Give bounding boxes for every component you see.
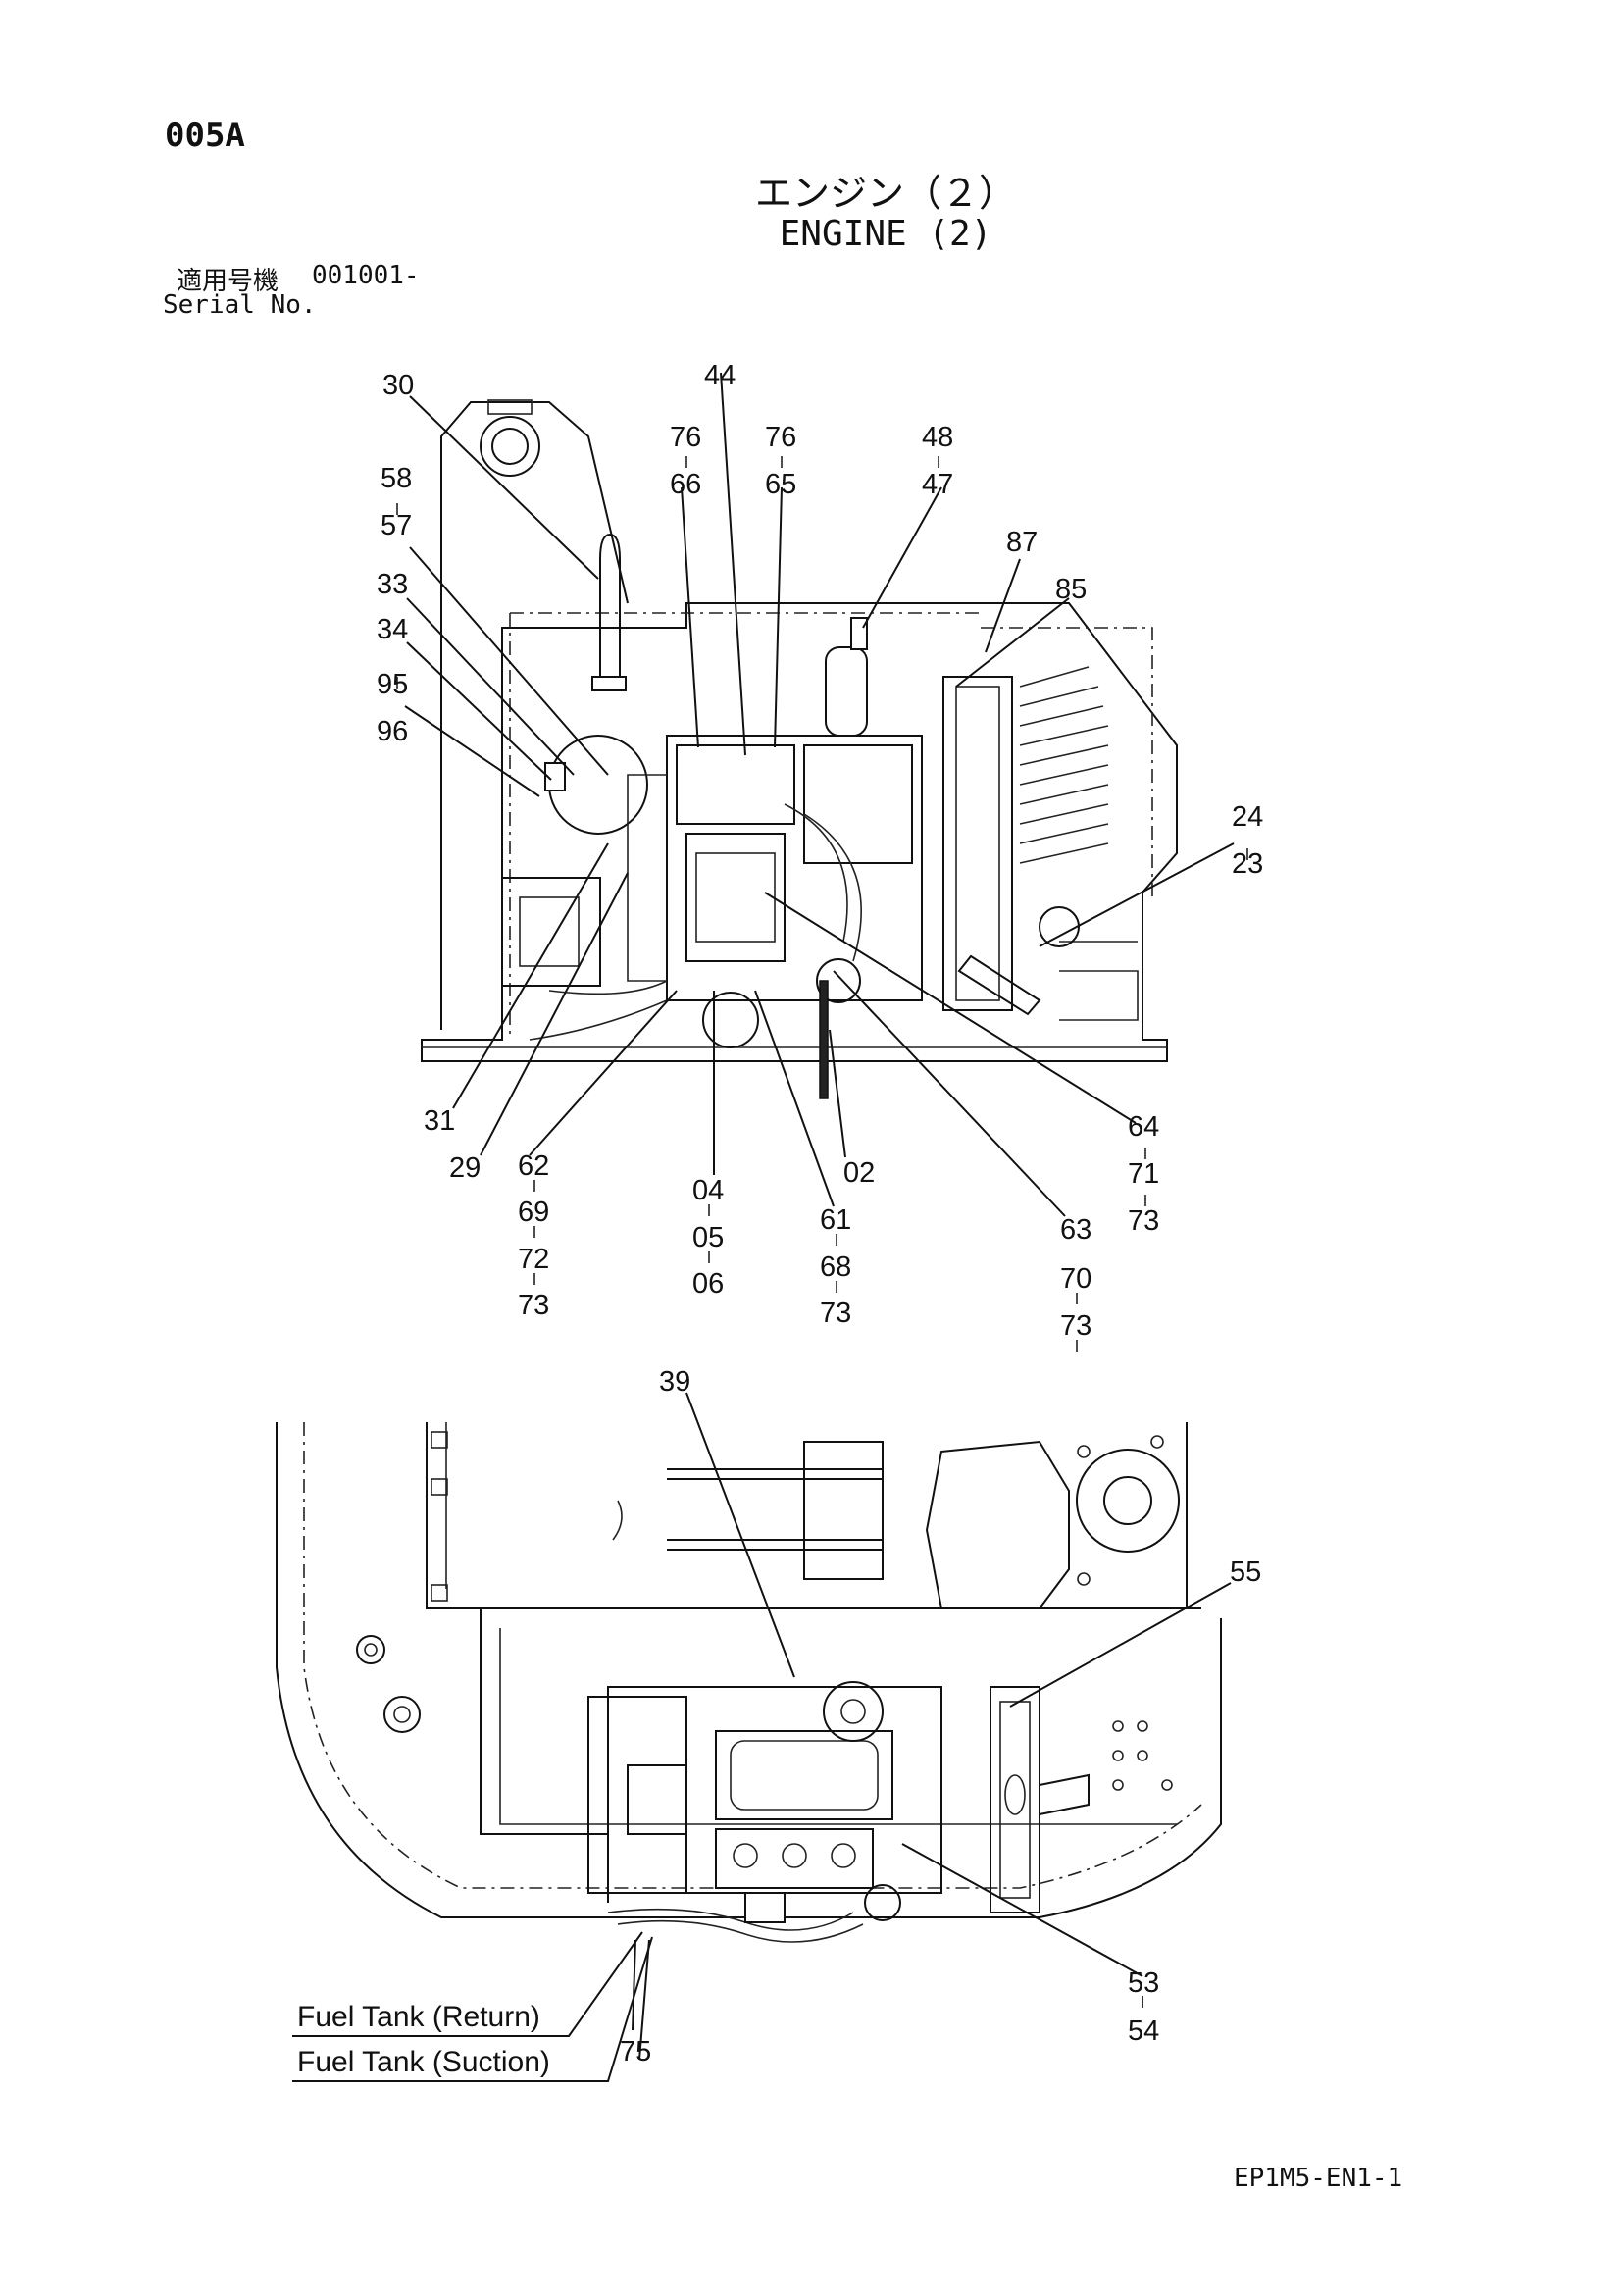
part-label: 39 <box>659 1366 690 1398</box>
part-label: 04 <box>692 1175 724 1206</box>
part-label: 76 <box>670 422 701 453</box>
part-label: 73 <box>1128 1205 1159 1237</box>
top-engine-drawing <box>421 399 1178 1099</box>
part-label: 73 <box>1060 1310 1091 1342</box>
part-label: 95 <box>377 669 408 700</box>
part-label: 44 <box>704 360 736 391</box>
part-label: 73 <box>820 1298 851 1329</box>
part-label: 63 <box>1060 1214 1091 1246</box>
bottom-part-labels: 39 55 53 54 75 Fuel Tank (Return) Fuel T… <box>297 1366 1261 2078</box>
part-label: 96 <box>377 716 408 747</box>
serial-value: 001001- <box>312 261 420 290</box>
part-label: 64 <box>1128 1111 1159 1143</box>
top-leader-lines <box>396 372 1248 1352</box>
part-label: 57 <box>381 510 412 541</box>
serial-label-en: Serial No. <box>163 290 317 320</box>
top-part-labels: 30 44 58 57 76 66 76 65 48 47 87 85 33 3… <box>377 360 1263 1342</box>
fuel-tank-suction-note: Fuel Tank (Suction) <box>297 2046 550 2078</box>
part-label: 55 <box>1230 1556 1261 1588</box>
part-label: 75 <box>620 2036 651 2067</box>
bottom-leader-lines <box>292 1392 1232 2082</box>
part-label: 61 <box>820 1204 851 1236</box>
part-label: 71 <box>1128 1158 1159 1190</box>
part-label: 02 <box>843 1157 875 1189</box>
part-label: 85 <box>1055 574 1087 605</box>
bottom-engine-drawing <box>276 1422 1222 1943</box>
part-label: 33 <box>377 569 408 600</box>
part-label: 48 <box>922 422 953 453</box>
part-label: 69 <box>518 1197 549 1228</box>
page-title-en: ENGINE (2) <box>779 214 992 254</box>
part-label: 54 <box>1128 2015 1159 2047</box>
part-label: 23 <box>1232 848 1263 880</box>
part-label: 73 <box>518 1290 549 1321</box>
part-label: 65 <box>765 469 796 500</box>
part-label: 05 <box>692 1222 724 1253</box>
part-label: 66 <box>670 469 701 500</box>
part-label: 31 <box>424 1105 455 1137</box>
part-label: 58 <box>381 463 412 494</box>
part-label: 30 <box>382 370 414 401</box>
part-label: 68 <box>820 1251 851 1283</box>
part-label: 87 <box>1006 527 1038 558</box>
serial-label-jp: 適用号機 <box>177 267 279 296</box>
part-label: 70 <box>1060 1263 1091 1295</box>
part-label: 72 <box>518 1244 549 1275</box>
part-label: 47 <box>922 469 953 500</box>
page-title-jp: エンジン（２） <box>754 172 1016 215</box>
part-label: 06 <box>692 1268 724 1300</box>
fuel-tank-return-note: Fuel Tank (Return) <box>297 2001 540 2033</box>
part-label: 34 <box>377 614 408 645</box>
part-label: 53 <box>1128 1967 1159 1999</box>
document-code: EP1M5-EN1-1 <box>1234 2164 1403 2193</box>
part-label: 29 <box>449 1152 481 1184</box>
part-label: 62 <box>518 1150 549 1182</box>
page-code: 005A <box>165 116 245 155</box>
part-label: 24 <box>1232 801 1263 833</box>
part-label: 76 <box>765 422 796 453</box>
